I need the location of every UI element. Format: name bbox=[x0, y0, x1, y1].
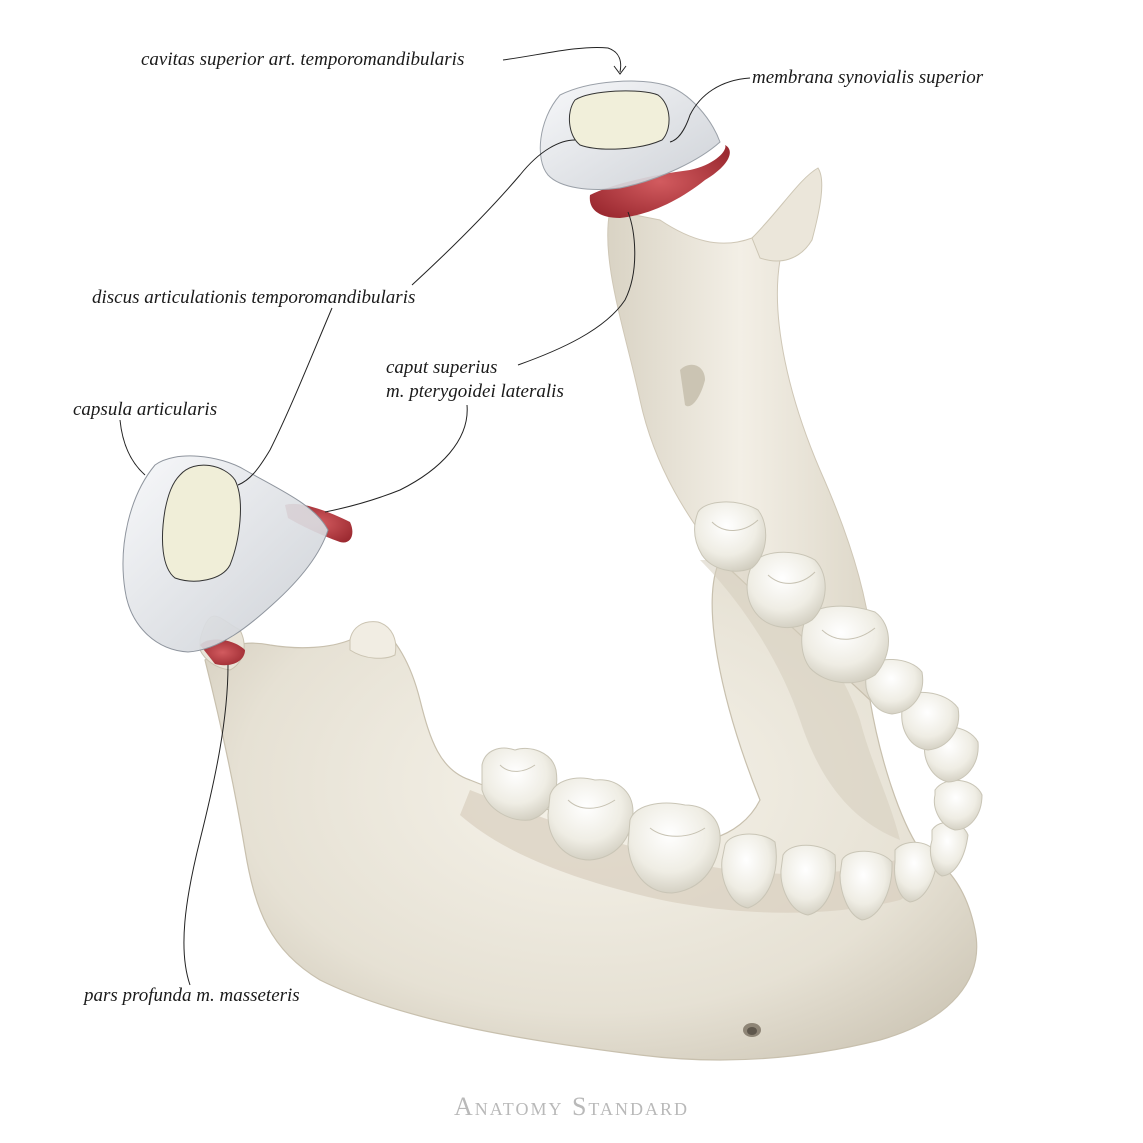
right-disc bbox=[568, 90, 670, 150]
left-tmj bbox=[122, 455, 353, 666]
leader-caput-superius-left bbox=[324, 404, 468, 513]
leader-caput-superius bbox=[517, 211, 636, 366]
tooth-canine bbox=[839, 850, 893, 921]
leader-discus-left bbox=[237, 307, 333, 486]
tooth-right-molar-2 bbox=[746, 551, 826, 629]
leader-cavitas-arrowhead bbox=[613, 65, 627, 75]
tooth-right-premolar-1 bbox=[865, 658, 924, 715]
tooth-left-molar-3 bbox=[481, 747, 558, 821]
label-pars-profunda: pars profunda m. masseteris bbox=[84, 985, 300, 1006]
label-caput-superius: caput superius m. pterygoidei lateralis bbox=[386, 356, 564, 404]
label-membrana-synovialis: membrana synovialis superior bbox=[752, 67, 984, 88]
teeth bbox=[481, 501, 983, 921]
tooth-right-premolar-2 bbox=[901, 691, 960, 751]
leader-cavitas bbox=[502, 46, 622, 73]
label-capsula: capsula articularis bbox=[73, 399, 218, 420]
tooth-incisor-2 bbox=[929, 821, 969, 877]
left-disc bbox=[161, 464, 241, 582]
tooth-left-premolar-1 bbox=[780, 844, 837, 916]
tooth-right-incisor bbox=[933, 779, 983, 831]
leader-membrana bbox=[669, 77, 751, 143]
right-tmj bbox=[539, 80, 730, 218]
right-pterygoid-muscle bbox=[589, 145, 730, 218]
leader-capsula bbox=[119, 419, 146, 476]
leader-lines bbox=[119, 46, 751, 986]
tooth-incisor-1 bbox=[894, 841, 939, 903]
label-discus: discus articulationis temporomandibulari… bbox=[92, 287, 416, 308]
leader-pars-profunda bbox=[183, 664, 229, 986]
tooth-right-molar-1 bbox=[801, 605, 889, 684]
label-caput-superius-line2: m. pterygoidei lateralis bbox=[386, 381, 564, 402]
label-caput-superius-line1: caput superius bbox=[386, 357, 498, 378]
tooth-left-premolar-2 bbox=[721, 833, 777, 909]
watermark-logo: Anatomy Standard bbox=[454, 1092, 689, 1121]
leader-discus bbox=[411, 139, 576, 286]
label-cavitas-superior: cavitas superior art. temporomandibulari… bbox=[141, 49, 465, 70]
tooth-right-molar-3 bbox=[694, 501, 767, 572]
tooth-left-molar-1 bbox=[627, 802, 721, 894]
